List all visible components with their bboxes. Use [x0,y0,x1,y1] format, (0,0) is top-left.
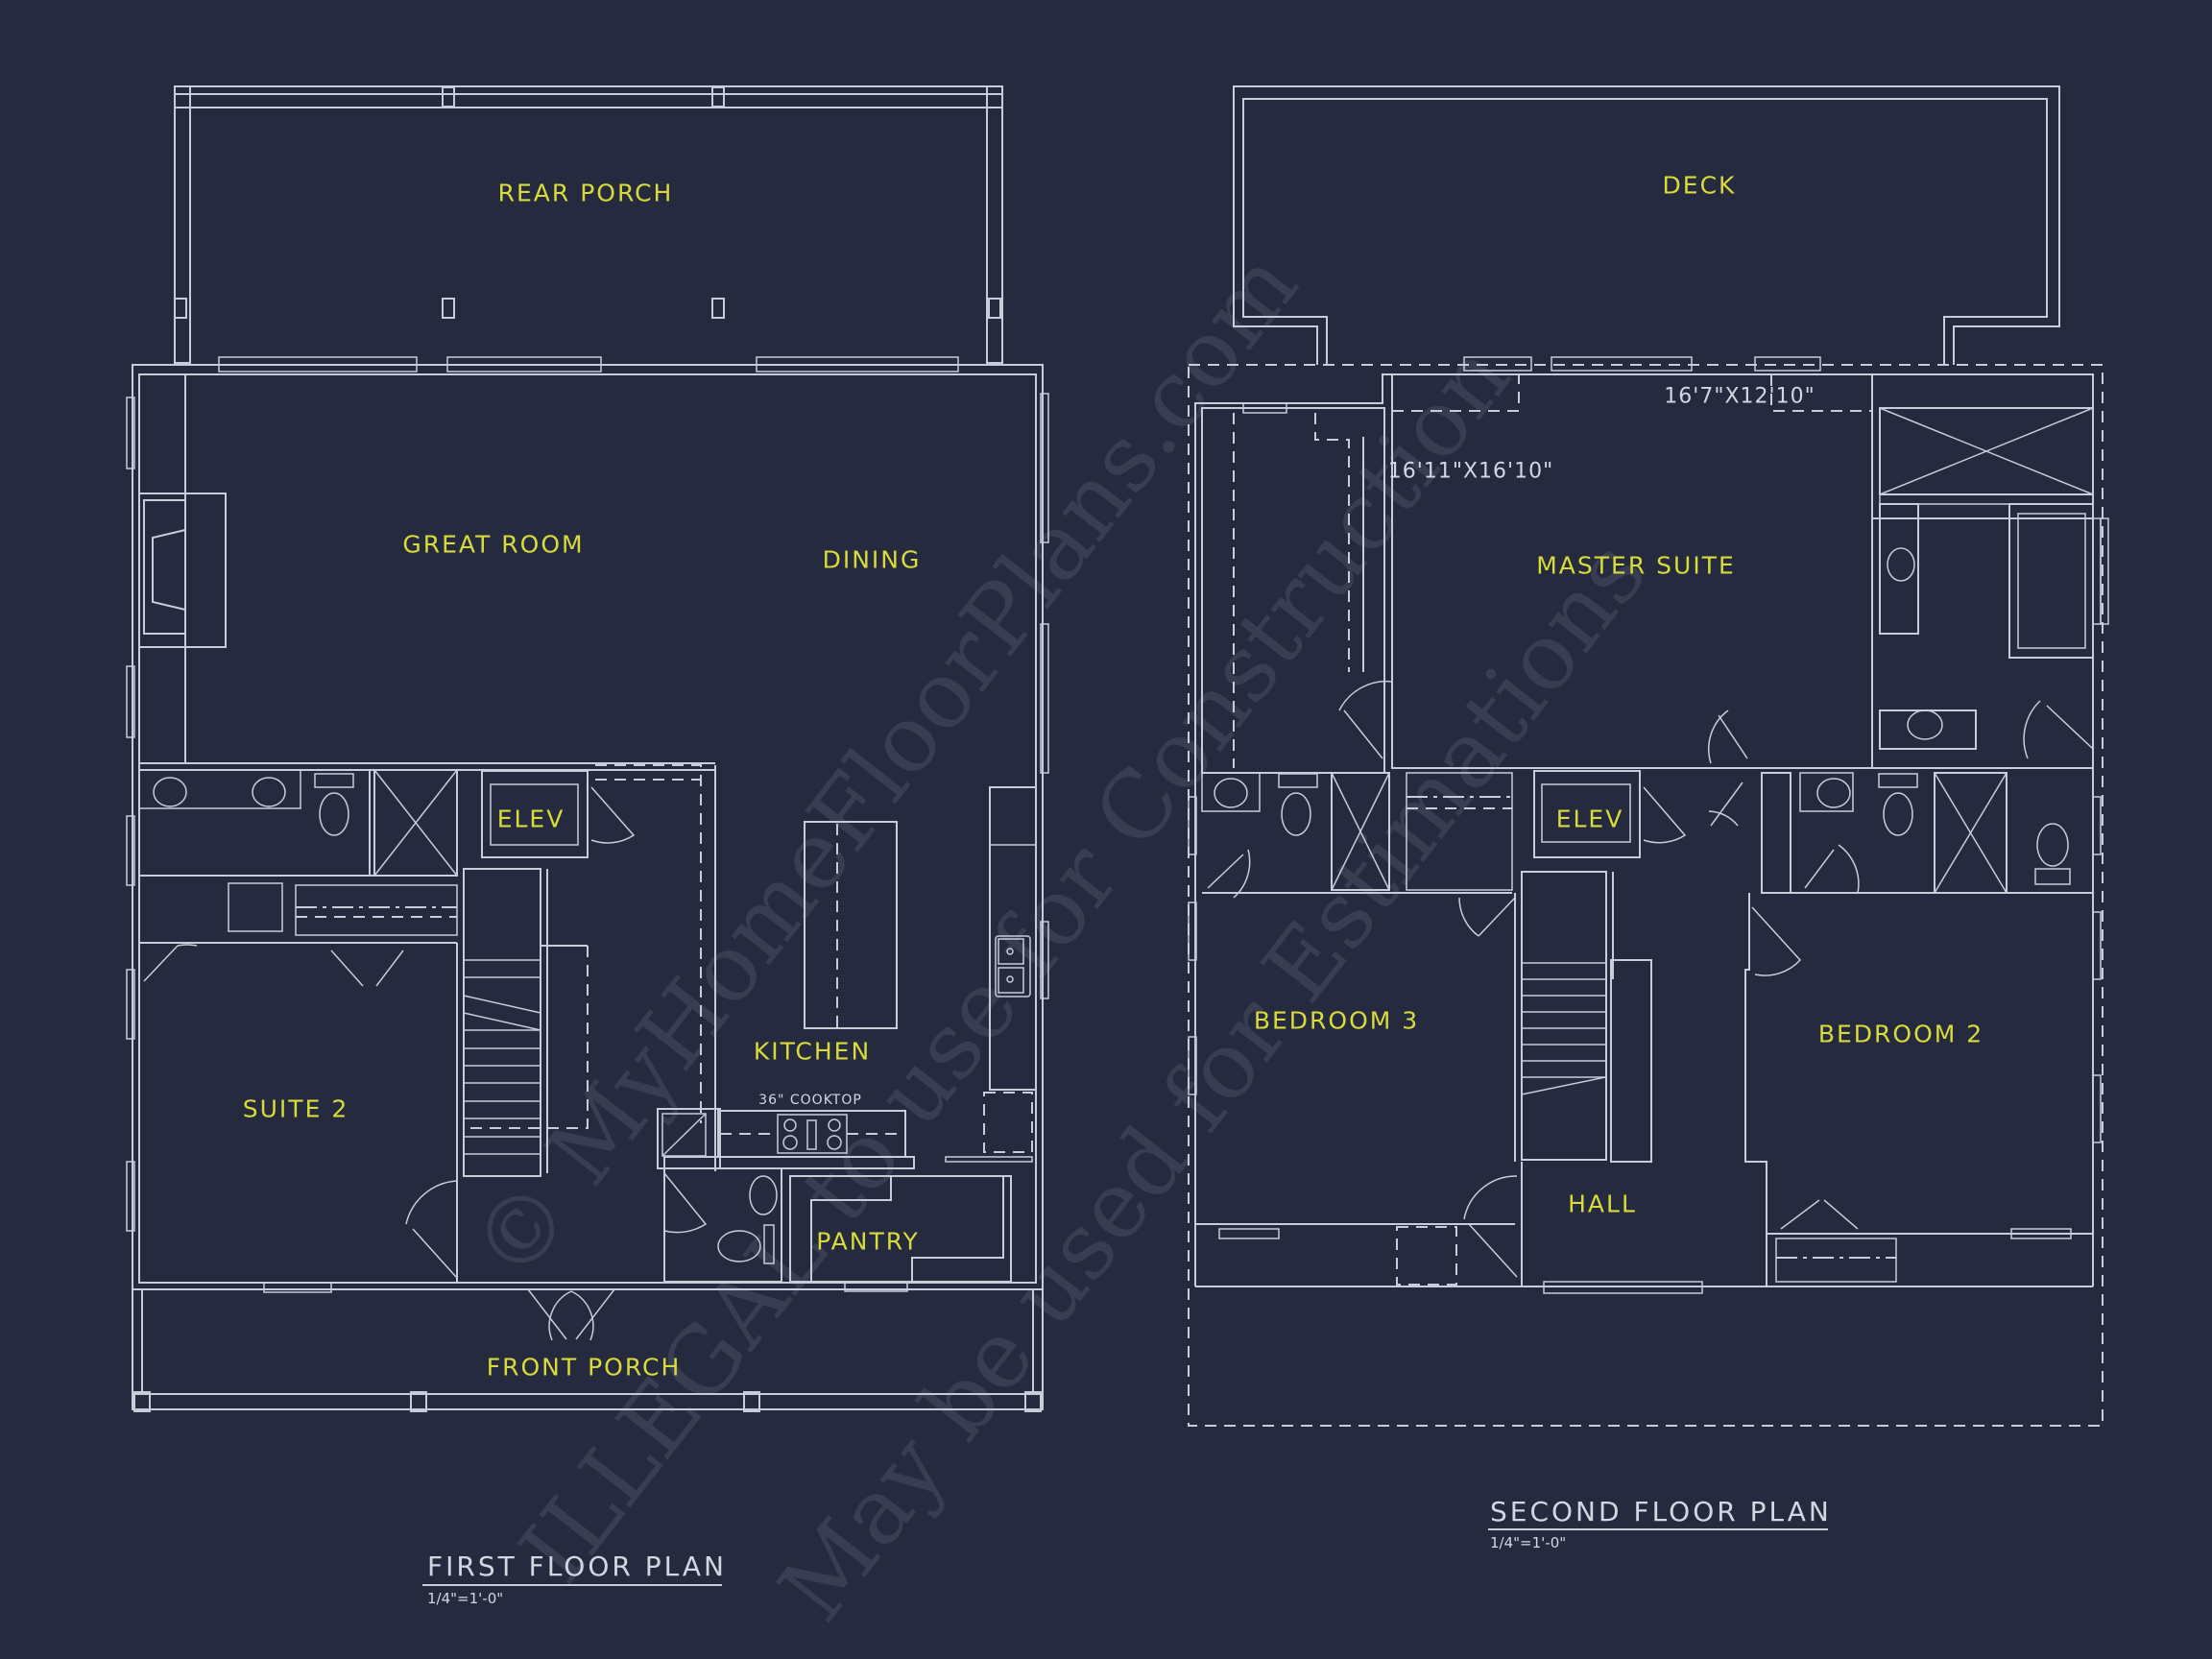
room-label-master-suite: MASTER SUITE [1536,551,1736,580]
first-floor-plan-drawing [126,85,1049,1412]
annotation-cooktop: 36" COOKTOP [758,1093,862,1108]
front-porch-outline [132,1288,1044,1412]
kitchen-counter [945,786,1037,1163]
room-label-elevator-1: ELEV [496,805,565,833]
room-label-dining: DINING [822,545,922,574]
room-label-bedroom-2: BEDROOM 2 [1817,1020,1984,1048]
room-label-suite-2: SUITE 2 [242,1094,349,1123]
second-floor-plan-drawing [1188,85,2109,1427]
dimension-master-suite: 16'11"X16'10" [1387,459,1554,484]
first-floor-title-rule [422,1584,722,1586]
bath-3 [1201,772,1513,899]
master-bath [1871,373,2109,759]
elevator-1 [481,770,636,858]
room-label-hall: HALL [1568,1190,1637,1218]
stairs-1 [463,868,589,1177]
stairs-2 [1521,871,1652,1163]
first-floor-scale: 1/4"=1'-0" [427,1590,504,1607]
second-floor-scale: 1/4"=1'-0" [1490,1534,1567,1551]
first-floor-plan-title: FIRST FLOOR PLAN [427,1551,727,1582]
room-label-kitchen: KITCHEN [753,1037,872,1066]
suite-bath [138,769,458,987]
room-label-rear-porch: REAR PORCH [497,179,674,207]
room-label-deck: DECK [1662,171,1737,200]
pantry [789,1175,1012,1292]
room-label-bedroom-3: BEDROOM 3 [1253,1006,1420,1035]
kitchen-island [804,821,898,1029]
powder-room [663,1167,782,1283]
elevator-2 [1533,770,1743,858]
bath-2 [1761,772,2071,894]
room-label-elevator-2: ELEV [1555,805,1624,833]
dimension-master-closet: 16'7"X12'10" [1664,384,1815,409]
room-label-great-room: GREAT ROOM [402,530,585,559]
second-floor-plan-title: SECOND FLOOR PLAN [1490,1496,1832,1527]
cooktop [657,1108,915,1169]
deck-outline [1233,85,2060,365]
second-floor-title-rule [1488,1528,1828,1530]
fireplace-icon [138,493,227,648]
room-label-pantry: PANTRY [816,1227,920,1256]
rear-porch-outline [174,85,1003,373]
room-label-front-porch: FRONT PORCH [486,1353,682,1382]
